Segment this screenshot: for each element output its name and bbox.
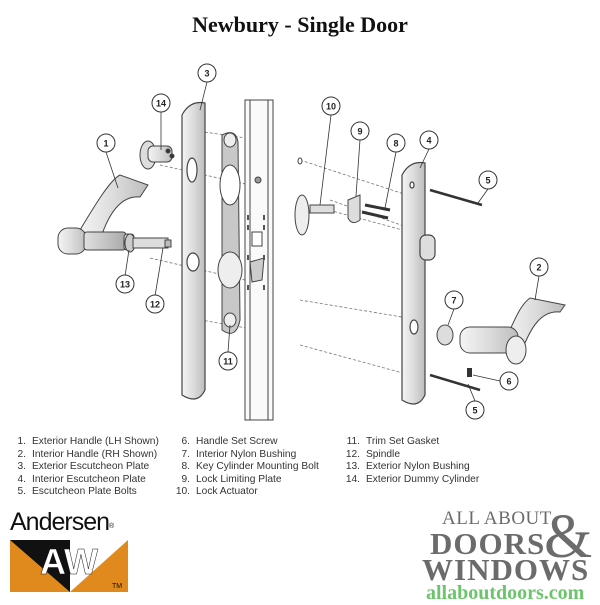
- escutcheon-plate-bolts: [429, 188, 483, 392]
- parts-list-item: 10.Lock Actuator: [175, 486, 258, 498]
- diagram-title: Newbury - Single Door: [192, 12, 408, 37]
- exterior-handle-part: [57, 174, 149, 255]
- parts-list-item: 9.Lock Limiting Plate: [181, 473, 282, 485]
- svg-text:11: 11: [223, 357, 233, 367]
- parts-list-item: 2.Interior Handle (RH Shown): [17, 448, 158, 460]
- interior-nylon-bushing: [436, 324, 454, 346]
- callout-14: 14: [151, 93, 171, 113]
- callout-1: 1: [96, 133, 116, 153]
- svg-text:6: 6: [506, 377, 511, 387]
- svg-text:5: 5: [485, 176, 490, 186]
- parts-list-col3: 11.Trim Set Gasket 12.Spindle 13.Exterio…: [340, 436, 479, 486]
- parts-list-item: 12.Spindle: [345, 448, 400, 460]
- callout-3: 3: [197, 63, 217, 83]
- parts-list-item: 7.Interior Nylon Bushing: [181, 448, 297, 460]
- svg-text:5: 5: [472, 406, 477, 416]
- allaboutdoors-url: allaboutdoors.com: [426, 582, 585, 604]
- callout-9: 9: [350, 121, 370, 141]
- callout-6: 6: [499, 371, 519, 391]
- svg-text:AW: AW: [40, 541, 98, 582]
- callout-13: 13: [115, 274, 135, 294]
- callout-5: 5: [478, 170, 498, 190]
- lock-actuator-part: [294, 157, 335, 236]
- svg-text:7: 7: [451, 296, 456, 306]
- parts-list-item: 3.Exterior Escutcheon Plate: [17, 461, 150, 473]
- trim-set-gasket: [217, 132, 243, 334]
- callout-7: 7: [444, 290, 464, 310]
- callout-4: 4: [419, 130, 439, 150]
- key-cylinder-bolts: [361, 203, 391, 220]
- svg-text:13: 13: [120, 280, 130, 290]
- svg-text:TM: TM: [112, 583, 122, 590]
- svg-text:2: 2: [536, 263, 541, 273]
- parts-list-item: 4.Interior Escutcheon Plate: [17, 473, 146, 485]
- interior-handle-part: [459, 297, 566, 365]
- svg-text:8: 8: [393, 139, 398, 149]
- svg-text:12: 12: [150, 300, 160, 310]
- allaboutdoors-logo: ALL ABOUT DOORS & WINDOWS allaboutdoors.…: [422, 503, 593, 604]
- andersen-wordmark: Andersen®: [10, 508, 115, 536]
- svg-text:1: 1: [103, 139, 108, 149]
- exterior-escutcheon-plate: [181, 101, 206, 400]
- parts-list-item: 6.Handle Set Screw: [181, 436, 278, 447]
- parts-list-item: 11.Trim Set Gasket: [346, 436, 440, 447]
- handle-set-screw: [467, 368, 472, 377]
- parts-list-col1: 1.Exterior Handle (LH Shown) 2.Interior …: [6, 436, 159, 499]
- andersen-aw-monogram: AW TM: [10, 540, 128, 592]
- callout-10: 10: [321, 96, 341, 116]
- svg-text:14: 14: [156, 99, 166, 109]
- svg-text:10: 10: [326, 102, 336, 112]
- door-edge: [244, 99, 274, 421]
- spindle-part: [124, 233, 172, 253]
- callout-2: 2: [529, 257, 549, 277]
- svg-text:4: 4: [426, 136, 431, 146]
- parts-list-col2: 6.Handle Set Screw 7.Interior Nylon Bush…: [170, 436, 319, 499]
- leader-lines: [105, 81, 540, 402]
- interior-escutcheon-plate: [401, 161, 436, 405]
- svg-text:9: 9: [357, 127, 362, 137]
- callout-12: 12: [145, 294, 165, 314]
- callout-8: 8: [386, 133, 406, 153]
- lock-limiting-plate-part: [347, 194, 361, 224]
- parts-list-item: 1.Exterior Handle (LH Shown): [17, 436, 159, 447]
- parts-list-item: 14.Exterior Dummy Cylinder: [345, 473, 480, 485]
- parts-list-item: 13.Exterior Nylon Bushing: [345, 461, 470, 473]
- andersen-logo: Andersen® AW TM: [8, 508, 138, 593]
- callout-11: 11: [218, 351, 238, 371]
- callout-5b: 5: [465, 400, 485, 420]
- svg-text:3: 3: [204, 69, 209, 79]
- parts-list-item: 8.Key Cylinder Mounting Bolt: [181, 461, 319, 473]
- dummy-cylinder-part: [139, 140, 175, 170]
- parts-list-item: 5.Escutcheon Plate Bolts: [17, 486, 137, 498]
